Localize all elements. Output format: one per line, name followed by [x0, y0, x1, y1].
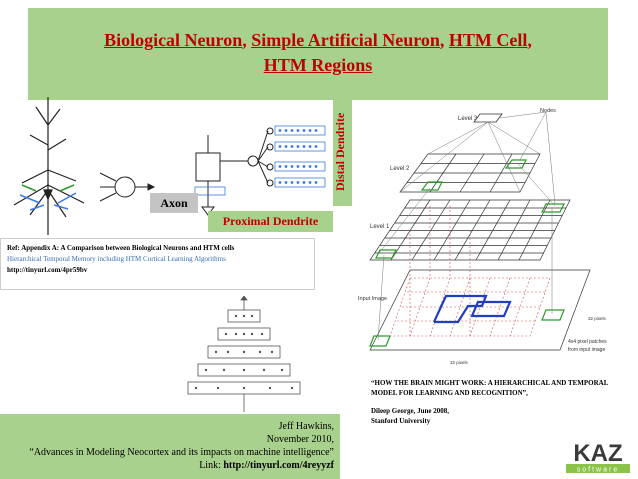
nodes-label: Nodes	[540, 108, 556, 114]
kaz-software-logo: KAZ software	[566, 440, 630, 474]
quote-author: Dileep George, June 2008,	[371, 407, 449, 415]
biological-neuron-illustration	[13, 97, 85, 235]
distal-dendrite-label-bg	[333, 98, 352, 206]
title-biological-neuron: Biological Neuron	[104, 30, 243, 50]
reference-line-1: Ref: Appendix A: A Comparison between Bi…	[7, 244, 235, 252]
patches-label-2: from input image	[568, 347, 605, 353]
input-image-label: Input Image	[358, 296, 387, 302]
level-1-label: Level 1	[370, 224, 390, 230]
title-simple-artificial-neuron: Simple Artificial Neuron	[251, 30, 440, 50]
jeff-hawkins-box	[0, 414, 340, 479]
level-3-plate	[473, 113, 503, 123]
input-image-plate	[369, 269, 591, 351]
reference-link[interactable]: http://tinyurl.com/4pr59bv	[7, 266, 88, 274]
level-1-plate	[369, 199, 571, 261]
dileep-george-citation: “HOW THE BRAIN MIGHT WORK: A HIERARCHICA…	[371, 378, 626, 426]
reference-box: Ref: Appendix A: A Comparison between Bi…	[0, 238, 315, 290]
level-2-label: Level 2	[390, 166, 410, 172]
title-htm-regions: HTM Regions	[263, 55, 373, 75]
level-3-label: Level 3	[458, 116, 478, 122]
patches-label-1: 4x4 pixel patches	[568, 339, 607, 345]
jeff-link-row: Link: http://tinyurl.com/4reyyzf	[6, 459, 334, 472]
jeff-line-3: “Advances in Modeling Neocortex and its …	[29, 447, 334, 458]
quote-title: “HOW THE BRAIN MIGHT WORK: A HIERARCHICA…	[371, 379, 609, 397]
hierarchy-pyramid-diagram	[187, 296, 301, 412]
neuron-diagrams	[13, 97, 326, 235]
jeff-link-label: Link:	[199, 460, 224, 471]
proximal-dendrite-label: Proximal Dendrite	[208, 211, 333, 232]
logo-subtext: software	[577, 467, 619, 474]
htm-regions-diagram: Level 3 Level 2 Level 1 Nodes Input Imag…	[358, 108, 607, 365]
quote-affiliation: Stanford University	[371, 417, 431, 425]
pixels-label-bottom: 32 pixels	[450, 360, 469, 365]
jeff-line-2: November 2010,	[266, 434, 334, 445]
jeff-line-1: Jeff Hawkins,	[278, 421, 334, 432]
htm-cell-illustration	[194, 125, 326, 216]
level-2-plate	[399, 153, 541, 193]
slide-title: Biological Neuron, Simple Artificial Neu…	[104, 30, 532, 75]
logo-text: KAZ	[573, 440, 622, 467]
title-banner	[28, 8, 608, 100]
title-htm-cell: HTM Cell	[448, 30, 528, 50]
reference-line-2: Hierarchical Temporal Memory including H…	[7, 255, 226, 263]
jeff-link[interactable]: http://tinyurl.com/4reyyzf	[223, 460, 334, 471]
jeff-hawkins-citation: Jeff Hawkins, November 2010, “Advances i…	[6, 420, 334, 472]
pixels-label-side: 32 pixels	[588, 316, 607, 321]
axon-label: Axon	[150, 193, 198, 213]
artificial-neuron-illustration	[99, 172, 156, 202]
